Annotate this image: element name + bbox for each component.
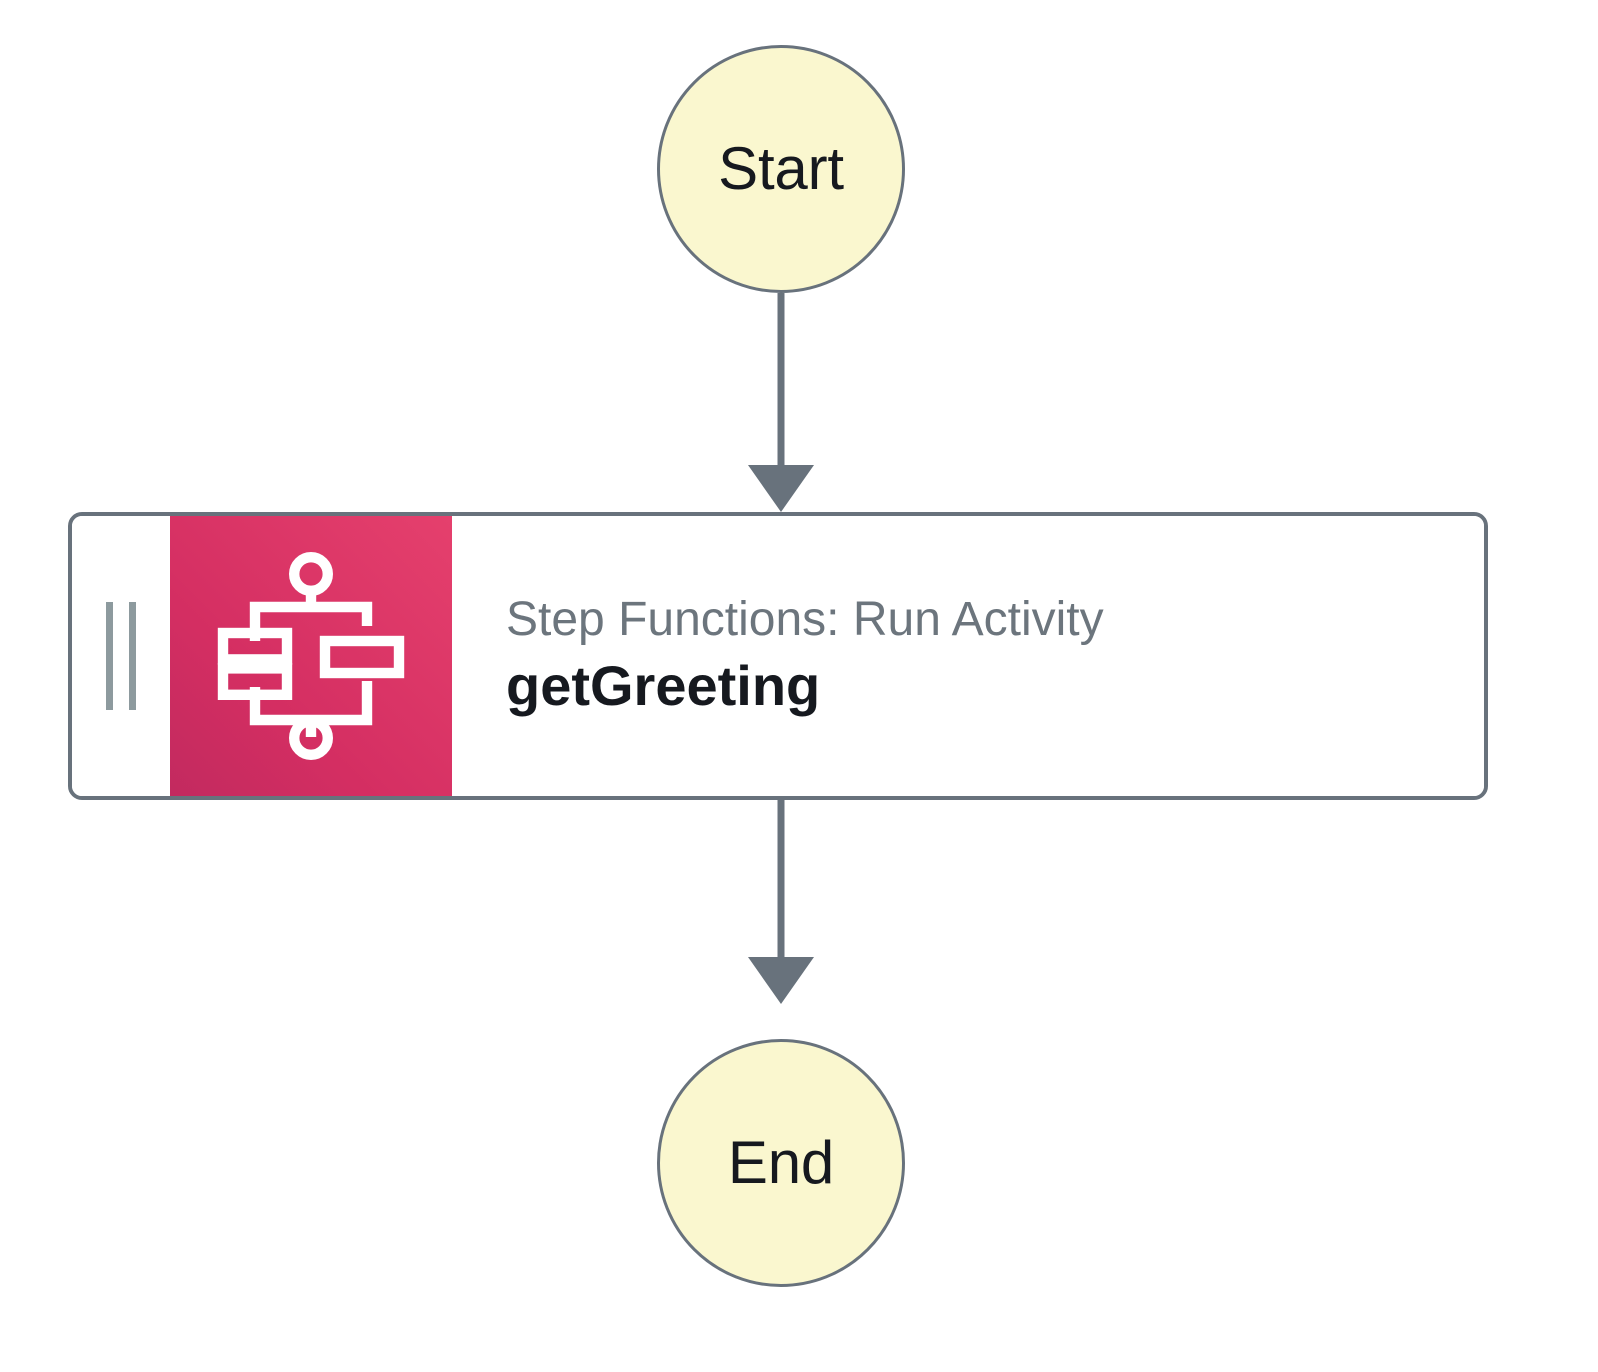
edge-task-to-end bbox=[748, 800, 814, 1004]
start-node[interactable]: Start bbox=[657, 45, 905, 293]
service-icon-band bbox=[170, 516, 452, 796]
end-node[interactable]: End bbox=[657, 1039, 905, 1287]
edge-start-to-task bbox=[748, 293, 814, 512]
task-card-subtitle: Step Functions: Run Activity bbox=[506, 593, 1104, 647]
task-card-body: Step Functions: Run Activity getGreeting bbox=[452, 516, 1484, 796]
task-card-title: getGreeting bbox=[506, 653, 821, 717]
start-node-label: Start bbox=[718, 135, 844, 202]
task-node-card[interactable]: Step Functions: Run Activity getGreeting bbox=[68, 512, 1488, 800]
drag-handle-bar-right bbox=[129, 602, 136, 710]
edge-arrowhead-task-to-end bbox=[748, 957, 814, 1004]
step-functions-icon bbox=[217, 552, 405, 760]
drag-handle-bar-left bbox=[106, 602, 113, 710]
edge-arrowhead-start-to-task bbox=[748, 465, 814, 512]
drag-handle-icon[interactable] bbox=[72, 516, 170, 796]
end-node-label: End bbox=[727, 1129, 835, 1196]
